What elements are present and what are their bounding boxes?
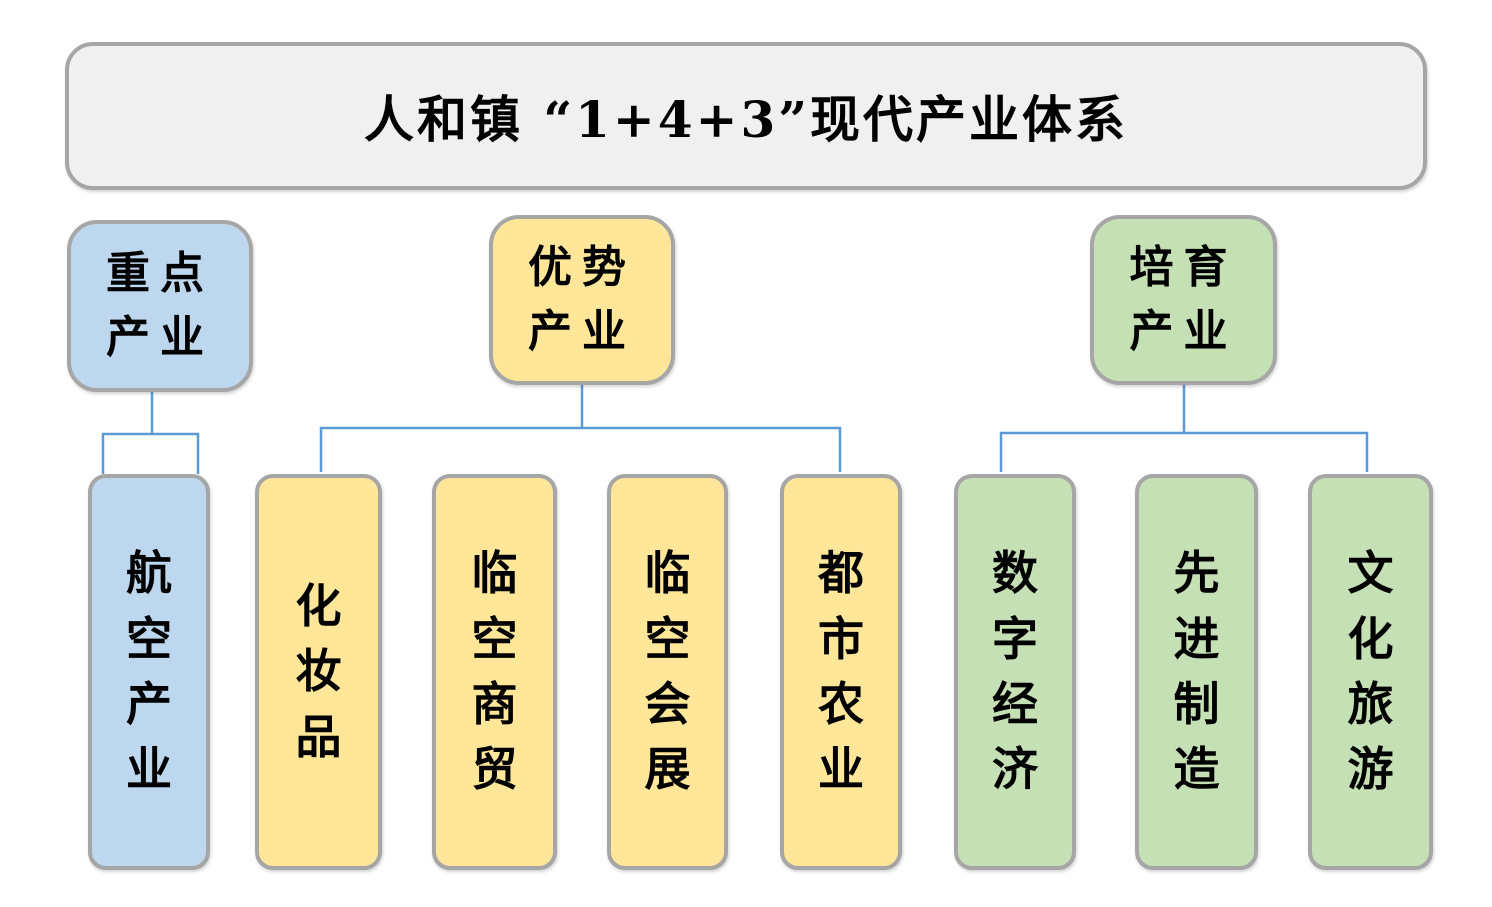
child-label: 临空会展 — [644, 546, 691, 797]
diagram-title: 人和镇 “1+4+3”现代产业体系 — [65, 42, 1427, 190]
parent-box-key-industry: 重点 产业 — [67, 220, 253, 392]
child-box-cosmetics: 化妆品 — [255, 474, 382, 870]
child-label: 临空商贸 — [471, 546, 518, 797]
child-box-airport-commerce: 临空商贸 — [432, 474, 557, 870]
child-box-advanced-manufacturing: 先进制造 — [1135, 474, 1258, 870]
child-box-airport-exhibition: 临空会展 — [607, 474, 728, 870]
parent-box-advantage-industry: 优势 产业 — [489, 215, 675, 385]
child-label: 数字经济 — [991, 546, 1038, 797]
child-label: 先进制造 — [1173, 546, 1220, 797]
connector-bracket-advantage-industry — [319, 426, 842, 472]
child-box-digital-economy: 数字经济 — [954, 474, 1076, 870]
child-box-urban-agriculture: 都市农业 — [780, 474, 902, 870]
child-label: 化妆品 — [295, 579, 342, 764]
parent-box-cultivated-industry: 培育 产业 — [1090, 215, 1277, 385]
connector-bracket-cultivated-industry — [999, 431, 1369, 472]
child-box-aviation-industry: 航空产业 — [88, 474, 210, 870]
child-box-cultural-tourism: 文化旅游 — [1308, 474, 1433, 870]
connector-bracket-key-industry — [101, 432, 200, 474]
child-label: 航空产业 — [125, 546, 172, 797]
child-label: 文化旅游 — [1347, 546, 1394, 797]
child-label: 都市农业 — [817, 546, 864, 797]
